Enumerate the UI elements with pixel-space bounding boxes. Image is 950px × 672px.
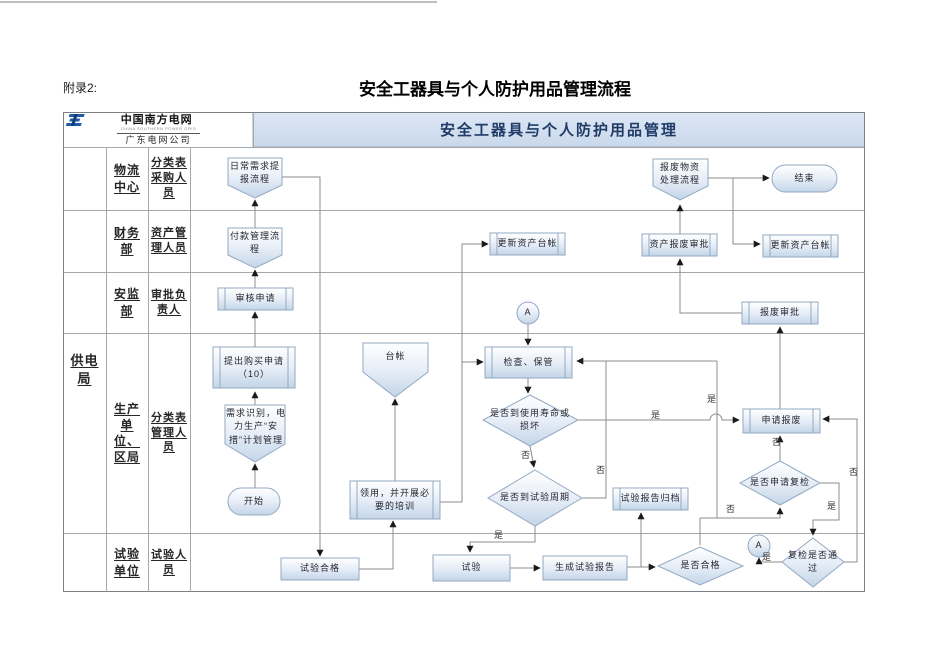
cycle-diamond	[487, 469, 583, 527]
node-test-passed: 试验合格	[299, 563, 340, 574]
banner-title: 安全工器具与个人防护用品管理	[439, 122, 678, 139]
apply-scrap-box	[742, 408, 821, 434]
southern-grid-logo-icon	[65, 114, 85, 126]
end-terminator	[771, 164, 838, 193]
node-recheck-pass-q: 复检是否通过	[787, 549, 838, 574]
node-cycle-q: 是否到试验周期	[499, 492, 570, 503]
purchase-box	[212, 346, 296, 389]
review-box	[217, 287, 294, 311]
node-lifespan-q: 是否到使用寿命或损坏	[489, 407, 570, 432]
node-scrap-process: 报废物资处理流程	[659, 161, 700, 186]
node-purchase: 提出购买申请（10）	[223, 355, 284, 380]
payment-pentagon	[227, 227, 283, 269]
lane-role-purchaser: 分类表采购人员	[151, 157, 187, 199]
node-start: 开始	[243, 495, 264, 506]
update-ledger-right-box	[762, 234, 839, 258]
test-passed-box	[280, 557, 360, 581]
edge-label-yes-lifespan-1: 是	[651, 410, 661, 420]
node-report-archive: 试验报告归档	[620, 493, 681, 504]
gen-report-box	[542, 555, 628, 581]
node-daily-demand: 日常需求提报流程	[229, 160, 280, 185]
test-box	[432, 554, 511, 582]
node-demand-identify: 需求识别，电力生产“安措”计划管理	[225, 407, 286, 445]
node-scrap-approval: 报废审批	[759, 307, 800, 318]
scrap-approval-box	[741, 301, 819, 325]
edge-label-yes-cycle: 是	[494, 530, 504, 540]
lane-role-approver: 审批负责人	[151, 288, 187, 316]
edge-label-no-cycle: 否	[596, 465, 606, 475]
edge-label-no-lifespan: 否	[521, 450, 531, 460]
pass-diamond	[656, 546, 745, 586]
node-check-keep: 检查、保管	[503, 356, 554, 367]
recheck-diamond	[738, 460, 822, 506]
check-keep-box	[484, 346, 573, 379]
lane-dept-logistics: 物流中心	[113, 163, 140, 194]
connector-a-top-circle	[516, 301, 540, 325]
edge-label-yes-recheck: 是	[827, 501, 837, 511]
lane-dept-test-unit: 试验单位	[113, 547, 140, 578]
ledger-pentagon	[362, 342, 429, 398]
page-top-rule	[0, 1, 437, 3]
logo-cell: 中国南方电网 CHINA SOUTHERN POWER GRID 广东电网公司	[64, 113, 253, 147]
node-test: 试验	[461, 562, 482, 573]
logo-subtitle: CHINA SOUTHERN POWER GRID	[120, 126, 197, 132]
lane-dept-safety: 安监部	[113, 287, 140, 318]
node-recheck-q: 是否申请复检	[749, 477, 810, 488]
node-end: 结束	[794, 172, 815, 183]
start-terminator	[227, 487, 281, 516]
node-connector-a-top: A	[524, 307, 532, 318]
node-update-ledger-right: 更新资产台帐	[770, 240, 831, 251]
node-payment: 付款管理流程	[229, 230, 280, 255]
edge-label-yes-recheck-pass: 是	[762, 552, 772, 562]
lane-role-tester: 试验人员	[151, 548, 187, 576]
edge-label-no-pass: 否	[726, 504, 736, 514]
appendix-label: 附录2:	[63, 81, 98, 95]
logo-name: 中国南方电网	[120, 114, 193, 127]
edge-label-yes-lifespan-2: 是	[707, 394, 717, 404]
receive-train-box	[349, 480, 441, 520]
lane-dept-finance: 财务部	[113, 225, 140, 256]
edge-label-no-recheck: 否	[772, 437, 782, 447]
demand-identify-pentagon	[224, 404, 286, 463]
lane-role-asset-manager: 资产管理人员	[151, 227, 187, 254]
page-title: 安全工器具与个人防护用品管理流程	[359, 80, 631, 99]
lane-org: 供电局	[70, 352, 99, 386]
node-apply-scrap: 申请报废	[761, 415, 802, 426]
connector-a-bottom-circle	[747, 534, 771, 558]
logo-company: 广东电网公司	[125, 134, 192, 145]
scrap-process-pentagon	[652, 158, 709, 201]
node-receive-train: 领用，并开展必要的培训	[359, 487, 430, 512]
recheck-pass-diamond	[781, 537, 845, 588]
node-asset-scrap-approval: 资产报废审批	[649, 239, 710, 250]
node-pass-q: 是否合格	[680, 560, 721, 571]
swimlane-grid	[63, 112, 865, 592]
lifespan-diamond	[481, 394, 580, 447]
daily-demand-pentagon	[227, 157, 283, 199]
flow-nodes	[212, 157, 845, 588]
node-update-ledger-mid: 更新资产台帐	[497, 238, 558, 249]
banner-bar	[252, 112, 865, 148]
lane-dept-production: 生产单位、区局	[113, 401, 140, 465]
edge-label-no-recheck-pass: 否	[849, 467, 859, 477]
update-ledger-mid-box	[489, 232, 566, 256]
connector-lines	[251, 174, 858, 572]
node-connector-a-bottom: A	[755, 540, 763, 551]
asset-scrap-approval-box	[641, 233, 718, 257]
node-ledger: 台帐	[385, 351, 406, 362]
report-archive-box	[612, 487, 689, 511]
node-gen-report: 生成试验报告	[554, 562, 615, 573]
lane-role-list-manager: 分类表管理人员	[151, 411, 187, 454]
node-review: 审核申请	[235, 293, 276, 304]
